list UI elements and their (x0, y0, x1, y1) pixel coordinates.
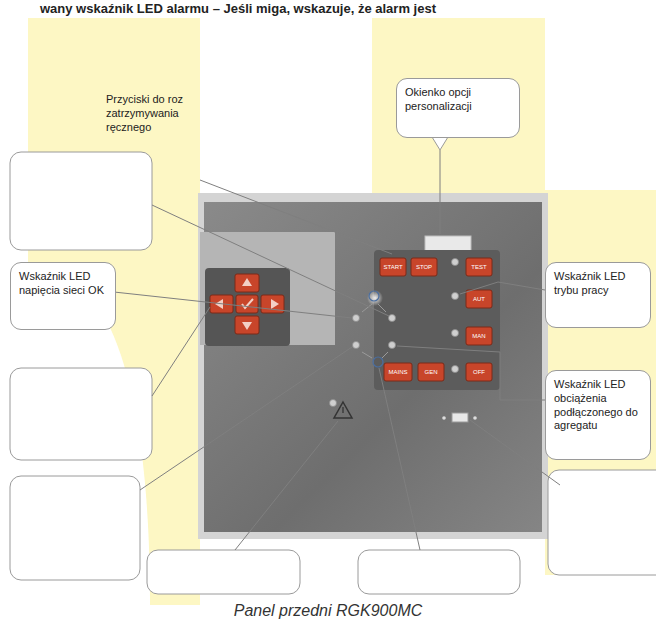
button-label: AUT (466, 290, 492, 308)
button-label: START (380, 258, 406, 276)
callout-text: Wskaźnik LED trybu pracy (554, 270, 642, 298)
callout-text: Okienko opcji personalizacji (405, 86, 511, 114)
button-label: STOP (411, 258, 437, 276)
button-label: MAN (466, 327, 492, 345)
callout-text: Wskaźnik LED napięcia sieci OK (19, 270, 107, 298)
callout-box: Wskaźnik LED napięcia sieci OK (10, 262, 116, 330)
empty-callout (10, 152, 656, 594)
callout-text: Przyciski do roz zatrzymywania ręcznego (106, 93, 192, 134)
custom-window (425, 236, 471, 252)
device-frame (198, 193, 548, 539)
button-label: MAINS (384, 363, 412, 381)
button-label: TEST (466, 258, 492, 276)
alarm-triangle (334, 402, 352, 418)
callout-box: Przyciski do roz zatrzymywania ręcznego (98, 86, 200, 176)
yellow-ground (372, 18, 545, 198)
callout-box: Wskaźnik LED obciążenia podłączonego do … (545, 370, 651, 460)
callout-box: Wskaźnik LED trybu pracy (545, 262, 651, 328)
button-label: OFF (466, 363, 492, 381)
button-label: GEN (418, 363, 444, 381)
figure-caption: Panel przedni RGK900MC (0, 602, 656, 620)
display (200, 232, 335, 345)
note-text: wany wskaźnik LED alarmu – Jeśli miga, w… (40, 1, 650, 16)
callout-text: Wskaźnik LED obciążenia podłączonego do … (554, 378, 642, 433)
callout-box: Okienko opcji personalizacji (396, 78, 520, 138)
leader-line (114, 150, 560, 550)
button-area (374, 250, 500, 390)
